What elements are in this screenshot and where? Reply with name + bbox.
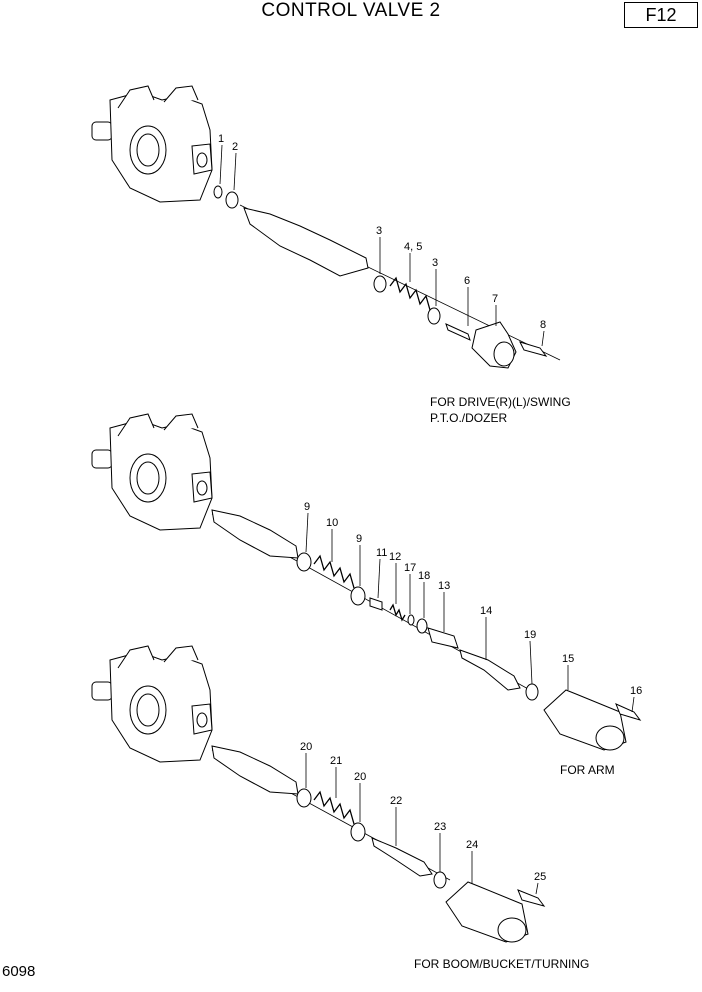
svg-text:25: 25 [534,871,546,883]
svg-text:24: 24 [466,839,478,851]
note-arm: FOR ARM [560,763,615,777]
callout-12: 12 [389,551,401,604]
seat-part-9b [350,586,366,606]
svg-text:20: 20 [354,771,366,783]
callout-20a: 20 [300,741,312,788]
callout-10: 10 [326,517,338,562]
svg-text:8: 8 [540,319,546,331]
svg-text:4, 5: 4, 5 [404,241,422,253]
svg-text:11: 11 [376,547,387,559]
svg-text:17: 17 [404,562,416,574]
bolt-part-25 [517,889,546,907]
o-ring-part-1 [213,185,223,199]
poppet-part-22 [371,837,433,877]
spool-3 [211,745,299,795]
callout-20b: 20 [354,771,366,822]
assembly-3: 20 21 20 22 23 24 25 FOR BOOM/BUCKET/TUR… [91,645,589,971]
callout-15: 15 [562,653,574,690]
figure-code-box: F12 [624,2,698,28]
callout-3a: 3 [376,225,382,274]
callout-25: 25 [534,871,546,895]
callout-1: 1 [218,133,224,185]
callout-4-5: 4, 5 [404,241,422,282]
svg-text:20: 20 [300,741,312,753]
spool-1 [243,207,369,277]
bolt-part-8 [519,341,548,357]
callout-22: 22 [390,795,402,846]
callout-11: 11 [376,547,387,599]
assembly-1: 1 2 3 4, 5 3 6 7 8 FOR DRIVE(R)(L)/SWING… [91,85,571,425]
callout-9a: 9 [304,501,310,553]
callout-24: 24 [466,839,478,884]
callout-16: 16 [630,685,642,713]
svg-text:7: 7 [492,293,498,305]
svg-text:14: 14 [480,605,492,617]
svg-text:16: 16 [630,685,642,697]
seat-part-9a [296,552,312,572]
poppet-part-14 [459,649,521,691]
spring-seat-part-3b [427,307,441,325]
page-title: CONTROL VALVE 2 [261,0,441,21]
callout-7: 7 [492,293,498,326]
o-ring-part-19 [525,683,539,701]
callout-9b: 9 [356,533,362,586]
valve-body-1 [91,85,213,203]
page-number: 6098 [2,963,36,980]
svg-text:19: 19 [524,629,536,641]
valve-body-2 [91,413,213,531]
assembly-2: 9 10 9 11 12 17 18 13 14 19 15 16 FOR AR… [91,413,642,777]
svg-text:1: 1 [218,133,224,145]
sleeve-part-13 [427,627,459,649]
svg-text:2: 2 [232,141,238,153]
svg-text:9: 9 [356,533,362,545]
svg-text:3: 3 [376,225,382,237]
callout-21: 21 [330,755,342,798]
bolt-part-6 [445,323,471,341]
svg-text:10: 10 [326,517,338,529]
part-11 [369,597,383,611]
spring-part-4-5 [389,276,431,311]
note-boom: FOR BOOM/BUCKET/TURNING [414,957,589,971]
callout-18: 18 [418,570,430,618]
ring-part-18 [416,618,428,634]
note-drive-line-1: FOR DRIVE(R)(L)/SWING [430,395,571,409]
o-ring-part-23 [433,871,447,889]
svg-text:23: 23 [434,821,446,833]
callout-2: 2 [232,141,238,191]
svg-text:3: 3 [432,257,438,269]
svg-text:12: 12 [389,551,401,563]
svg-text:21: 21 [330,755,342,767]
svg-text:22: 22 [390,795,402,807]
o-ring-part-17 [407,614,415,626]
svg-text:13: 13 [438,580,450,592]
svg-text:9: 9 [304,501,310,513]
spring-part-10 [313,554,355,589]
callout-13: 13 [438,580,450,632]
callout-19: 19 [524,629,536,685]
plug-part-2 [225,191,239,209]
spool-2 [211,509,299,559]
callout-17: 17 [404,562,416,614]
callout-6: 6 [464,275,470,326]
spring-seat-part-3a [373,275,387,293]
callout-3b: 3 [432,257,438,306]
svg-text:18: 18 [418,570,430,582]
svg-text:6: 6 [464,275,470,287]
svg-text:15: 15 [562,653,574,665]
seat-part-20a [296,788,312,808]
callout-8: 8 [540,319,546,347]
seat-part-20b [350,822,366,842]
valve-body-3 [91,645,213,763]
note-drive-line-2: P.T.O./DOZER [430,411,507,425]
spring-part-12 [389,603,406,622]
bolt-part-16 [615,703,642,721]
callout-14: 14 [480,605,492,660]
spring-part-21 [313,790,355,825]
callout-23: 23 [434,821,446,872]
